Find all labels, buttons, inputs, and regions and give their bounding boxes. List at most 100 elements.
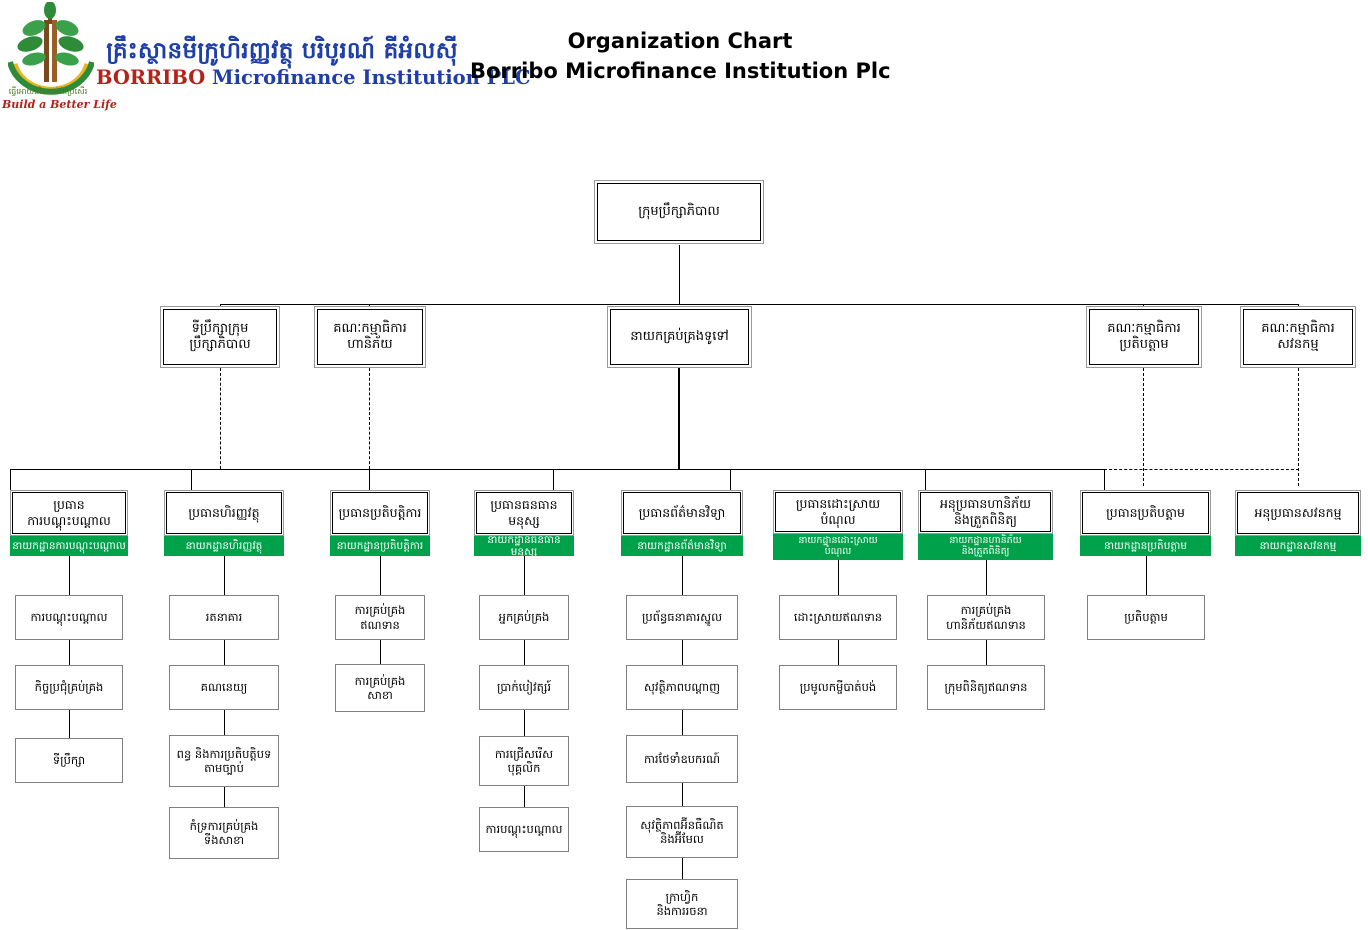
title-line-1: Organization Chart <box>567 29 793 53</box>
department-head-label-recovery: ប្រធានដោះស្រាយ បំណុល <box>775 492 901 532</box>
connector-it-3 <box>682 710 683 735</box>
connector-hr-2 <box>524 640 525 665</box>
connector-hr-1 <box>524 556 525 595</box>
node-finance-item-4[interactable]: កំទ្រការគ្រប់គ្រង ទីងសាខា <box>169 807 279 859</box>
node-board-advisor[interactable]: ទីប្រឹក្សាក្រុម ប្រឹក្សាភិបាល <box>160 306 280 368</box>
node-it-item-5[interactable]: ក្រាហ្វិក និងការរចនា <box>626 879 738 929</box>
node-training-item-2[interactable]: កិច្ចប្រជុំគ្រប់គ្រង <box>15 665 123 710</box>
logo-khmer-name: គ្រឹះស្ថានមីក្រូហិរញ្ញវត្ថុ បរិបូរណ៍ គីអ… <box>106 38 458 64</box>
node-recovery-item-2[interactable]: ប្រមូលកម្ចីបាត់បង់ <box>779 665 897 710</box>
node-risk-item-1[interactable]: ការគ្រប់គ្រង ហានិភ័យឥណទាន <box>927 595 1045 640</box>
logo-brand-word: BORRIBO <box>96 66 206 90</box>
node-compliance-committee-label: គណៈកម្មាធិការ ប្រតិបត្តាម <box>1089 309 1199 365</box>
department-card-operations[interactable]: ប្រធានប្រតិបត្តិការនាយកដ្ឋានប្រតិបត្តិកា… <box>330 490 430 556</box>
department-card-recovery[interactable]: ប្រធានដោះស្រាយ បំណុលនាយកដ្ឋានដោះស្រាយ បំ… <box>773 490 903 560</box>
department-card-audit[interactable]: អនុប្រធានសវនកម្មនាយកដ្ឋានសវនកម្ម <box>1235 490 1361 556</box>
node-it-item-3[interactable]: ការថែទាំឧបករណ៍ <box>626 735 738 783</box>
node-hr-item-4[interactable]: ការបណ្ដុះបណ្ដាល <box>479 807 569 852</box>
node-operations-item-1[interactable]: ការគ្រប់គ្រង ឥណទាន <box>335 595 425 640</box>
connector-training-2 <box>69 640 70 665</box>
node-training-item-1[interactable]: ការបណ្ដុះបណ្ដាល <box>15 595 123 640</box>
connector-compliance-1 <box>1146 556 1147 595</box>
dashed-connector-risk-committee <box>369 368 370 469</box>
dashed-connector-audit-committee <box>1298 368 1299 486</box>
dashed-connector-advisor <box>220 368 221 469</box>
node-finance-item-1[interactable]: រតនាគារ <box>169 595 279 640</box>
connector-it-5 <box>682 858 683 879</box>
node-recovery-item-1[interactable]: ដោះស្រាយឥណទាន <box>779 595 897 640</box>
node-hr-item-1[interactable]: អ្នកគ្រប់គ្រង <box>479 595 569 640</box>
connector-recovery-1 <box>838 560 839 595</box>
department-bar-finance: នាយកដ្ឋានហិរញ្ញវត្ថុ <box>164 536 284 556</box>
department-bar-hr: នាយកដ្ឋានធនធានមនុស្ស <box>474 534 574 558</box>
node-finance-item-2[interactable]: គណនេយ្យ <box>169 665 279 710</box>
connector-it-1 <box>682 556 683 595</box>
node-risk-committee[interactable]: គណៈកម្មាធិការ ហានិភ័យ <box>314 306 426 368</box>
connector-risk-2 <box>986 640 987 665</box>
connector-drop-it <box>730 469 731 490</box>
connector-finance-2 <box>224 640 225 665</box>
node-hr-item-2[interactable]: ប្រាក់បៀវត្សរ៍ <box>479 665 569 710</box>
node-operations-item-2[interactable]: ការគ្រប់គ្រង សាខា <box>335 664 425 712</box>
department-card-it[interactable]: ប្រធានព័ត៌មានវិទ្យានាយកដ្ឋានព័ត៌មានវិទ្យ… <box>621 490 743 556</box>
department-bar-recovery: នាយកដ្ឋានដោះស្រាយ បំណុល <box>773 534 903 560</box>
department-head-label-training: ប្រធាន ការបណ្ដុះបណ្ដាល <box>12 492 126 534</box>
department-card-finance[interactable]: ប្រធានហិរញ្ញវត្ថុនាយកដ្ឋានហិរញ្ញវត្ថុ <box>164 490 284 556</box>
logo-brand-rest: Microfinance Institution PLC <box>212 66 531 90</box>
department-head-training: ប្រធាន ការបណ្ដុះបណ្ដាល <box>10 490 128 536</box>
node-it-item-1[interactable]: ប្រព័ន្ធធនាគារស្នូល <box>626 595 738 640</box>
node-training-item-3[interactable]: ទីប្រឹក្សា <box>15 738 123 783</box>
connector-gm-trunk <box>678 368 680 469</box>
page-title: Organization Chart Borribo Microfinance … <box>470 26 891 87</box>
node-finance-item-3[interactable]: ពន្ធ និងការប្រតិបត្តិបទ តាមច្បាប់ <box>169 735 279 787</box>
connector-training-1 <box>69 556 70 595</box>
department-head-audit: អនុប្រធានសវនកម្ម <box>1235 490 1361 536</box>
department-card-training[interactable]: ប្រធាន ការបណ្ដុះបណ្ដាលនាយកដ្ឋានការបណ្ដុះ… <box>10 490 128 556</box>
node-it-item-4[interactable]: សុវត្ថិភាពអ៊ីនធឺណិត និងអ៊ីមែល <box>626 806 738 858</box>
title-line-2: Borribo Microfinance Institution Plc <box>470 59 891 84</box>
department-bar-audit: នាយកដ្ឋានសវនកម្ម <box>1235 536 1361 556</box>
connector-finance-4 <box>224 787 225 807</box>
department-head-label-it: ប្រធានព័ត៌មានវិទ្យា <box>623 492 741 534</box>
department-card-hr[interactable]: ប្រធានធនធានមនុស្សនាយកដ្ឋានធនធានមនុស្ស <box>474 490 574 558</box>
node-board-advisor-label: ទីប្រឹក្សាក្រុម ប្រឹក្សាភិបាល <box>163 309 277 365</box>
node-board-of-directors-label: ក្រុមប្រឹក្សាភិបាល <box>597 183 761 241</box>
department-bar-compliance: នាយកដ្ឋានប្រតិបត្តាម <box>1080 536 1211 556</box>
logo-latin-name: BORRIBO Microfinance Institution PLC <box>96 66 531 90</box>
department-head-label-operations: ប្រធានប្រតិបត្តិការ <box>332 492 428 534</box>
department-bar-operations: នាយកដ្ឋានប្រតិបត្តិការ <box>330 536 430 556</box>
dashed-connector-compliance-committee <box>1143 368 1144 486</box>
department-head-finance: ប្រធានហិរញ្ញវត្ថុ <box>164 490 284 536</box>
connector-finance-3 <box>224 710 225 735</box>
connector-training-3 <box>69 710 70 738</box>
node-it-item-2[interactable]: សុវត្ថិភាពបណ្ដាញ <box>626 665 738 710</box>
department-card-compliance[interactable]: ប្រធានប្រតិបត្តាមនាយកដ្ឋានប្រតិបត្តាម <box>1080 490 1211 556</box>
node-general-manager[interactable]: នាយកគ្រប់គ្រងទូទៅ <box>607 306 752 368</box>
department-head-risk: អនុប្រធានហានិភ័យ និងត្រួតពិនិត្យ <box>918 490 1053 534</box>
department-card-risk[interactable]: អនុប្រធានហានិភ័យ និងត្រួតពិនិត្យនាយកដ្ឋា… <box>918 490 1053 560</box>
company-logo-block: ធ្វើអោយជីវិតកាន់តែប្រសើរ Build a Better … <box>0 0 531 120</box>
connector-hr-4 <box>524 786 525 807</box>
node-board-of-directors[interactable]: ក្រុមប្រឹក្សាភិបាល <box>594 180 764 244</box>
node-compliance-item-1[interactable]: ប្រតិបត្តាម <box>1087 595 1205 640</box>
node-risk-item-2[interactable]: ក្រុមពិនិត្យឥណទាន <box>927 665 1045 710</box>
connector-drop-training <box>10 469 11 490</box>
connector-drop-operations <box>369 469 370 490</box>
node-general-manager-label: នាយកគ្រប់គ្រងទូទៅ <box>610 309 749 365</box>
department-head-label-risk: អនុប្រធានហានិភ័យ និងត្រួតពិនិត្យ <box>920 492 1051 532</box>
department-head-label-compliance: ប្រធានប្រតិបត្តាម <box>1082 492 1209 534</box>
department-head-label-finance: ប្រធានហិរញ្ញវត្ថុ <box>166 492 282 534</box>
connector-drop-hr <box>553 469 554 490</box>
node-compliance-committee[interactable]: គណៈកម្មាធិការ ប្រតិបត្តាម <box>1086 306 1202 368</box>
node-audit-committee[interactable]: គណៈកម្មាធិការ សវនកម្ម <box>1240 306 1356 368</box>
department-head-hr: ប្រធានធនធានមនុស្ស <box>474 490 574 536</box>
logo-tagline-khmer: ធ្វើអោយជីវិតកាន់តែប្រសើរ <box>8 87 88 96</box>
node-audit-committee-label: គណៈកម្មាធិការ សវនកម្ម <box>1243 309 1353 365</box>
connector-operations-1 <box>380 556 381 595</box>
tree-logo-icon <box>8 2 94 95</box>
connector-it-2 <box>682 640 683 665</box>
connector-dept-bus-dashed <box>1104 469 1299 470</box>
department-bar-risk: នាយកដ្ឋានហានិភ័យ និងត្រួតពិនិត្យ <box>918 534 1053 560</box>
node-hr-item-3[interactable]: ការជ្រើសរើស បុគ្គលិក <box>479 736 569 786</box>
connector-risk-1 <box>986 560 987 595</box>
